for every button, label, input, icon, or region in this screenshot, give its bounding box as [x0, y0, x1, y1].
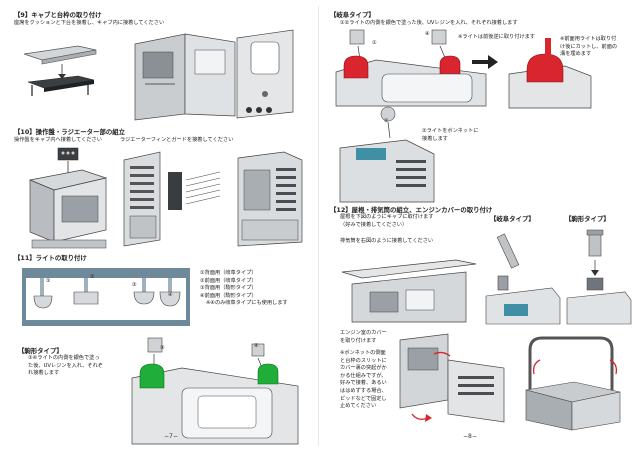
section-9-title: 【9】キャブと台枠の取り付け [14, 11, 102, 19]
light-legend-4: ④前面用（駒形タイプ） [200, 292, 257, 299]
section-12-desc: 屋根を下図のようにキャブに取付けます （好みで接着してください） [340, 214, 434, 228]
light-legend-1: ①背面用（岐阜タイプ） [200, 270, 257, 276]
gifu-desc: ①②ライトの内側を銀色で塗った後、UVレジンを入れ、それぞれ接着します [340, 20, 518, 26]
gifu-title: 【岐阜タイプ】 [330, 11, 375, 19]
section-10-desc-a: 操作盤をキャブ内へ接着してください [14, 137, 102, 143]
radiator-fins-illustration [123, 151, 221, 247]
light-legend-2: ②前面用（岐阜タイプ） [200, 277, 257, 284]
gifu-marker-2: ② [384, 118, 389, 124]
page-number-left: −7− [164, 433, 178, 440]
komagata-title: 【駒形タイプ】 [18, 347, 63, 355]
gifu-light-illustration [335, 29, 487, 107]
section-10-desc-b: ラジエーターフィンとガードを接着してください [120, 137, 234, 143]
komagata-desc: ③④ライトの内側を銀色で塗っ た後、UVレジンを入れ、それぞ れ接着します [28, 355, 103, 377]
section-10-title: 【10】操作盤・ラジエーター部の組立 [14, 128, 126, 136]
page-number-right: −8− [463, 433, 477, 440]
light-legend-note: ※④のみ岐阜タイプにも使用します [206, 300, 288, 307]
light-marker-1: ① [46, 278, 51, 284]
label-komagata-type: 【駒形タイプ】 [565, 215, 610, 223]
gifu-note-b: ※前面用ライトは取り付 け後にカットし、前面の 溝を埋めます [560, 36, 618, 58]
exhaust-gifu-illustration [485, 233, 561, 325]
light-diagram [22, 268, 190, 326]
control-panel-illustration [28, 147, 108, 249]
engine-cover-desc: エンジン室のカバー を取り付けます [340, 330, 387, 344]
section-11-title: 【11】ライトの取り付け [14, 254, 87, 262]
komagata-marker-3: ③ [160, 345, 165, 351]
section-12-desc-b: 排気筒を右図のように接着してください [340, 238, 434, 244]
komagata-light-illustration [131, 337, 299, 445]
radiator-assembled-illustration [237, 151, 303, 247]
engine-cover-detail-illustration [525, 336, 621, 431]
seat-illustration [23, 45, 97, 96]
gifu-marker-1: ① [372, 40, 377, 46]
light-marker-3: ③ [132, 282, 137, 288]
engine-cover-note: ※ボンネットの側面 と台枠のスリットに カバー裏の突起がか かる仕組みですが、 … [340, 350, 387, 410]
page-divider [318, 6, 319, 446]
section-12-title: 【12】屋根・排気筒の組立、エンジンカバーの取り付け [330, 206, 493, 214]
light-marker-2: ② [90, 274, 95, 280]
komagata-marker-4: ④ [254, 343, 259, 349]
gifu-note-c: ②ライトをボンネットに 接着します [422, 128, 479, 142]
light-marker-4: ④ [168, 292, 173, 298]
section-9-desc: 座席をクッションと下台を接着し、キャブ内に接着してください [14, 20, 165, 26]
cab-illustration [134, 29, 294, 121]
label-gifu-type: 【岐阜タイプ】 [490, 215, 535, 223]
light-legend-3: ③背面用（駒形タイプ） [200, 285, 257, 292]
gifu-marker-4: ④ [425, 31, 430, 37]
roof-illustration [341, 259, 477, 323]
engine-cover-illustration [399, 333, 505, 423]
bonnet-light-illustration [339, 106, 435, 203]
light-legend: ①背面用（岐阜タイプ） ②前面用（岐阜タイプ） ③背面用（駒形タイプ） ④前面用… [200, 270, 288, 308]
gifu-note-a: ※ライトは前後逆に取り付けます [458, 34, 535, 40]
gifu-front-light-illustration [508, 38, 592, 109]
exhaust-komagata-illustration [566, 229, 632, 325]
arrow-right-icon [472, 55, 498, 69]
